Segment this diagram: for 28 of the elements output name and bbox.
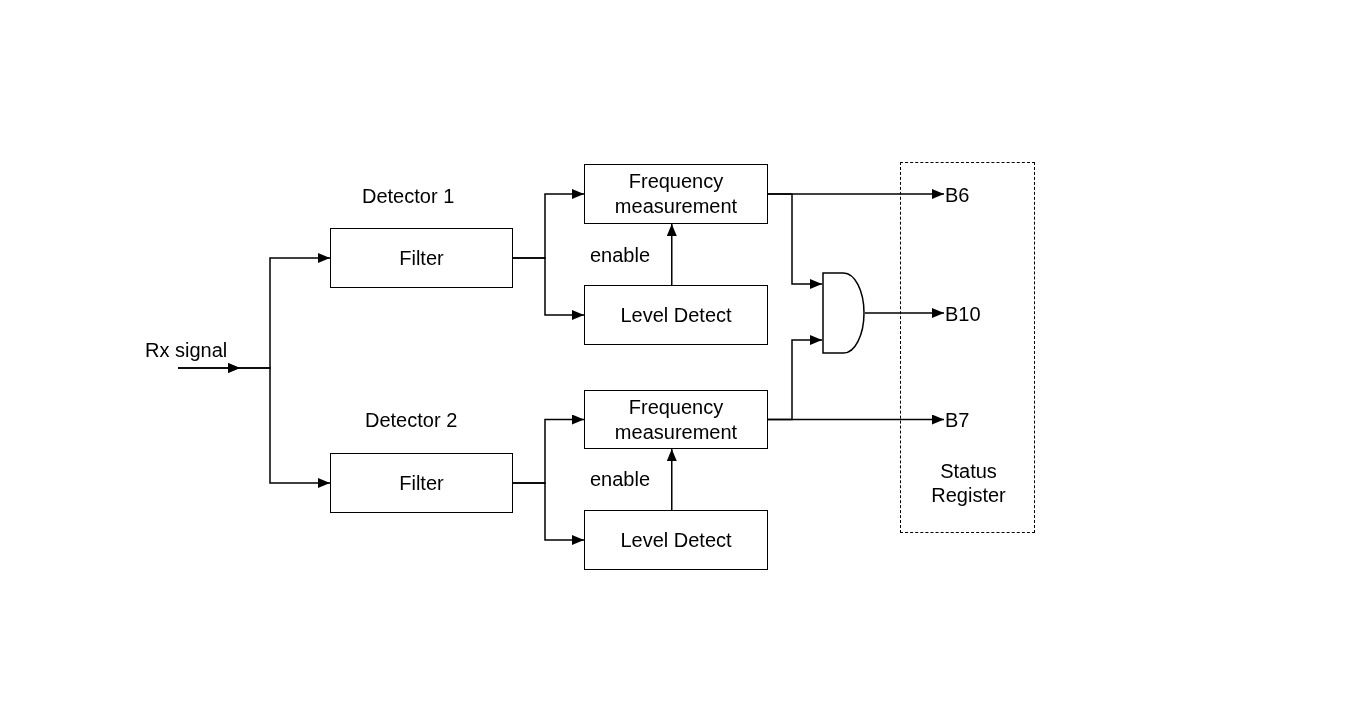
bit-label: B7 (945, 408, 985, 432)
arrow (767, 335, 823, 421)
process-box (584, 390, 768, 449)
register-label: Status Register (930, 459, 1007, 507)
arrow (666, 448, 677, 511)
block-label: Frequency measurement (613, 394, 739, 445)
arrow (767, 193, 823, 289)
bit-label: B6 (945, 183, 985, 207)
process-box (584, 164, 768, 224)
signal-label: Rx signal (145, 333, 255, 368)
arrow (512, 482, 585, 545)
block-label: Filter (399, 470, 444, 496)
block-caption: Detector 1 (362, 184, 455, 208)
process-box (584, 510, 768, 570)
block-caption: Detector 2 (365, 408, 458, 432)
block-label: Level Detect (620, 527, 732, 553)
block-label: Frequency measurement (613, 169, 739, 219)
arrow (864, 308, 945, 318)
register-box (900, 162, 1035, 533)
and-gate-symbol (822, 272, 865, 354)
process-box (330, 228, 513, 288)
process-box (584, 285, 768, 345)
arrow (512, 257, 585, 320)
arrow (666, 223, 677, 286)
bit-label: B10 (945, 302, 985, 326)
block-label: Filter (399, 245, 444, 271)
block-label: Level Detect (620, 302, 732, 328)
process-box (330, 453, 513, 513)
